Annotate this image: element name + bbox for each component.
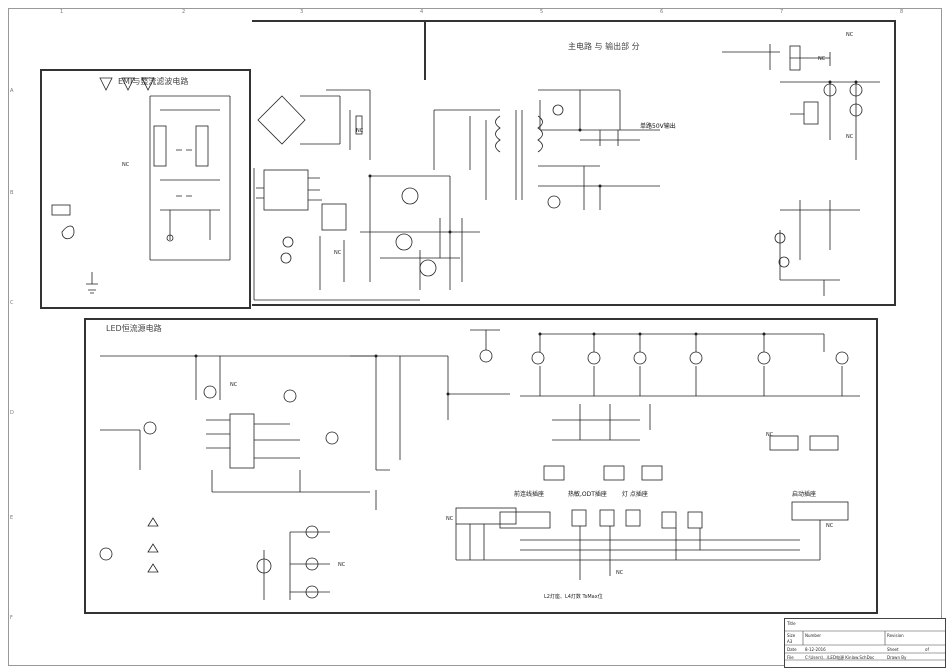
ruler-side-a: A (10, 88, 14, 94)
ruler-side-b: B (10, 190, 14, 196)
nc-label-4: NC (122, 162, 130, 168)
revision-label: Revision (887, 633, 904, 638)
nc-label-9: NC (766, 432, 774, 438)
ruler-side-d: D (10, 410, 14, 416)
size-label: Size (787, 633, 796, 638)
nc-label-1: NC (846, 32, 854, 38)
main-block-left (424, 20, 426, 80)
conn-mid-label: 热敏,ODT插座 (568, 491, 607, 498)
main-block-title: 主电路 与 输出部 分 (568, 42, 640, 51)
main-block-bottom (252, 304, 896, 306)
ruler-top-5: 5 (540, 9, 544, 15)
ruler-top-8: 8 (900, 9, 904, 15)
nc-label-2: NC (818, 56, 826, 62)
ruler-side-c: C (10, 300, 14, 306)
outer-frame (8, 8, 942, 666)
emi-block-title: EMI与整流滤波电路 (118, 77, 189, 86)
ruler-top-4: 4 (420, 9, 424, 15)
conn-r1-label: 灯 点插座 (622, 491, 648, 498)
ruler-top-2: 2 (182, 9, 186, 15)
conn-left-label: 前连线插座 (514, 491, 545, 498)
output-50v-label: 单路50V输出 (640, 123, 676, 130)
of-label: of (925, 647, 929, 652)
size-value: A3 (787, 639, 793, 644)
led-block-title: LED恒流源电路 (106, 324, 162, 333)
nc-label-5: NC (356, 128, 364, 134)
nc-label-7: NC (230, 382, 238, 388)
bottom-note-label: L2灯座、L4灯数 TsMax位 (544, 594, 603, 600)
file-label: File (787, 655, 794, 660)
conn-right-label: 启动插座 (792, 491, 817, 498)
ruler-top-6: 6 (660, 9, 664, 15)
nc-label-10: NC (826, 523, 834, 529)
title-block-grid (785, 630, 945, 661)
led-block (84, 318, 878, 614)
nc-label-11: NC (446, 516, 454, 522)
file-value: C:\Users\...\LED电源 Kinlaw.SchDoc (805, 655, 875, 660)
nc-label-8: NC (338, 562, 346, 568)
main-block (252, 20, 896, 306)
ruler-top-1: 1 (60, 9, 64, 15)
date-value: 8-12-2016 (805, 647, 826, 652)
nc-label-3: NC (846, 134, 854, 140)
date-label: Date (787, 647, 797, 652)
ruler-top-7: 7 (780, 9, 784, 15)
title-label: Title (787, 621, 796, 626)
ruler-side-f: F (10, 615, 13, 621)
number-label: Number (805, 633, 822, 638)
nc-label-6: NC (334, 250, 342, 256)
sheet-label: Sheet (887, 647, 899, 652)
emi-block (40, 69, 251, 309)
nc-label-12: NC (616, 570, 624, 576)
drawn-label: Drawn By (887, 655, 907, 660)
ruler-side-e: E (10, 515, 14, 521)
ruler-top-3: 3 (300, 9, 304, 15)
title-block: Title Size A3 Number Revision Date 8-12-… (784, 618, 946, 668)
